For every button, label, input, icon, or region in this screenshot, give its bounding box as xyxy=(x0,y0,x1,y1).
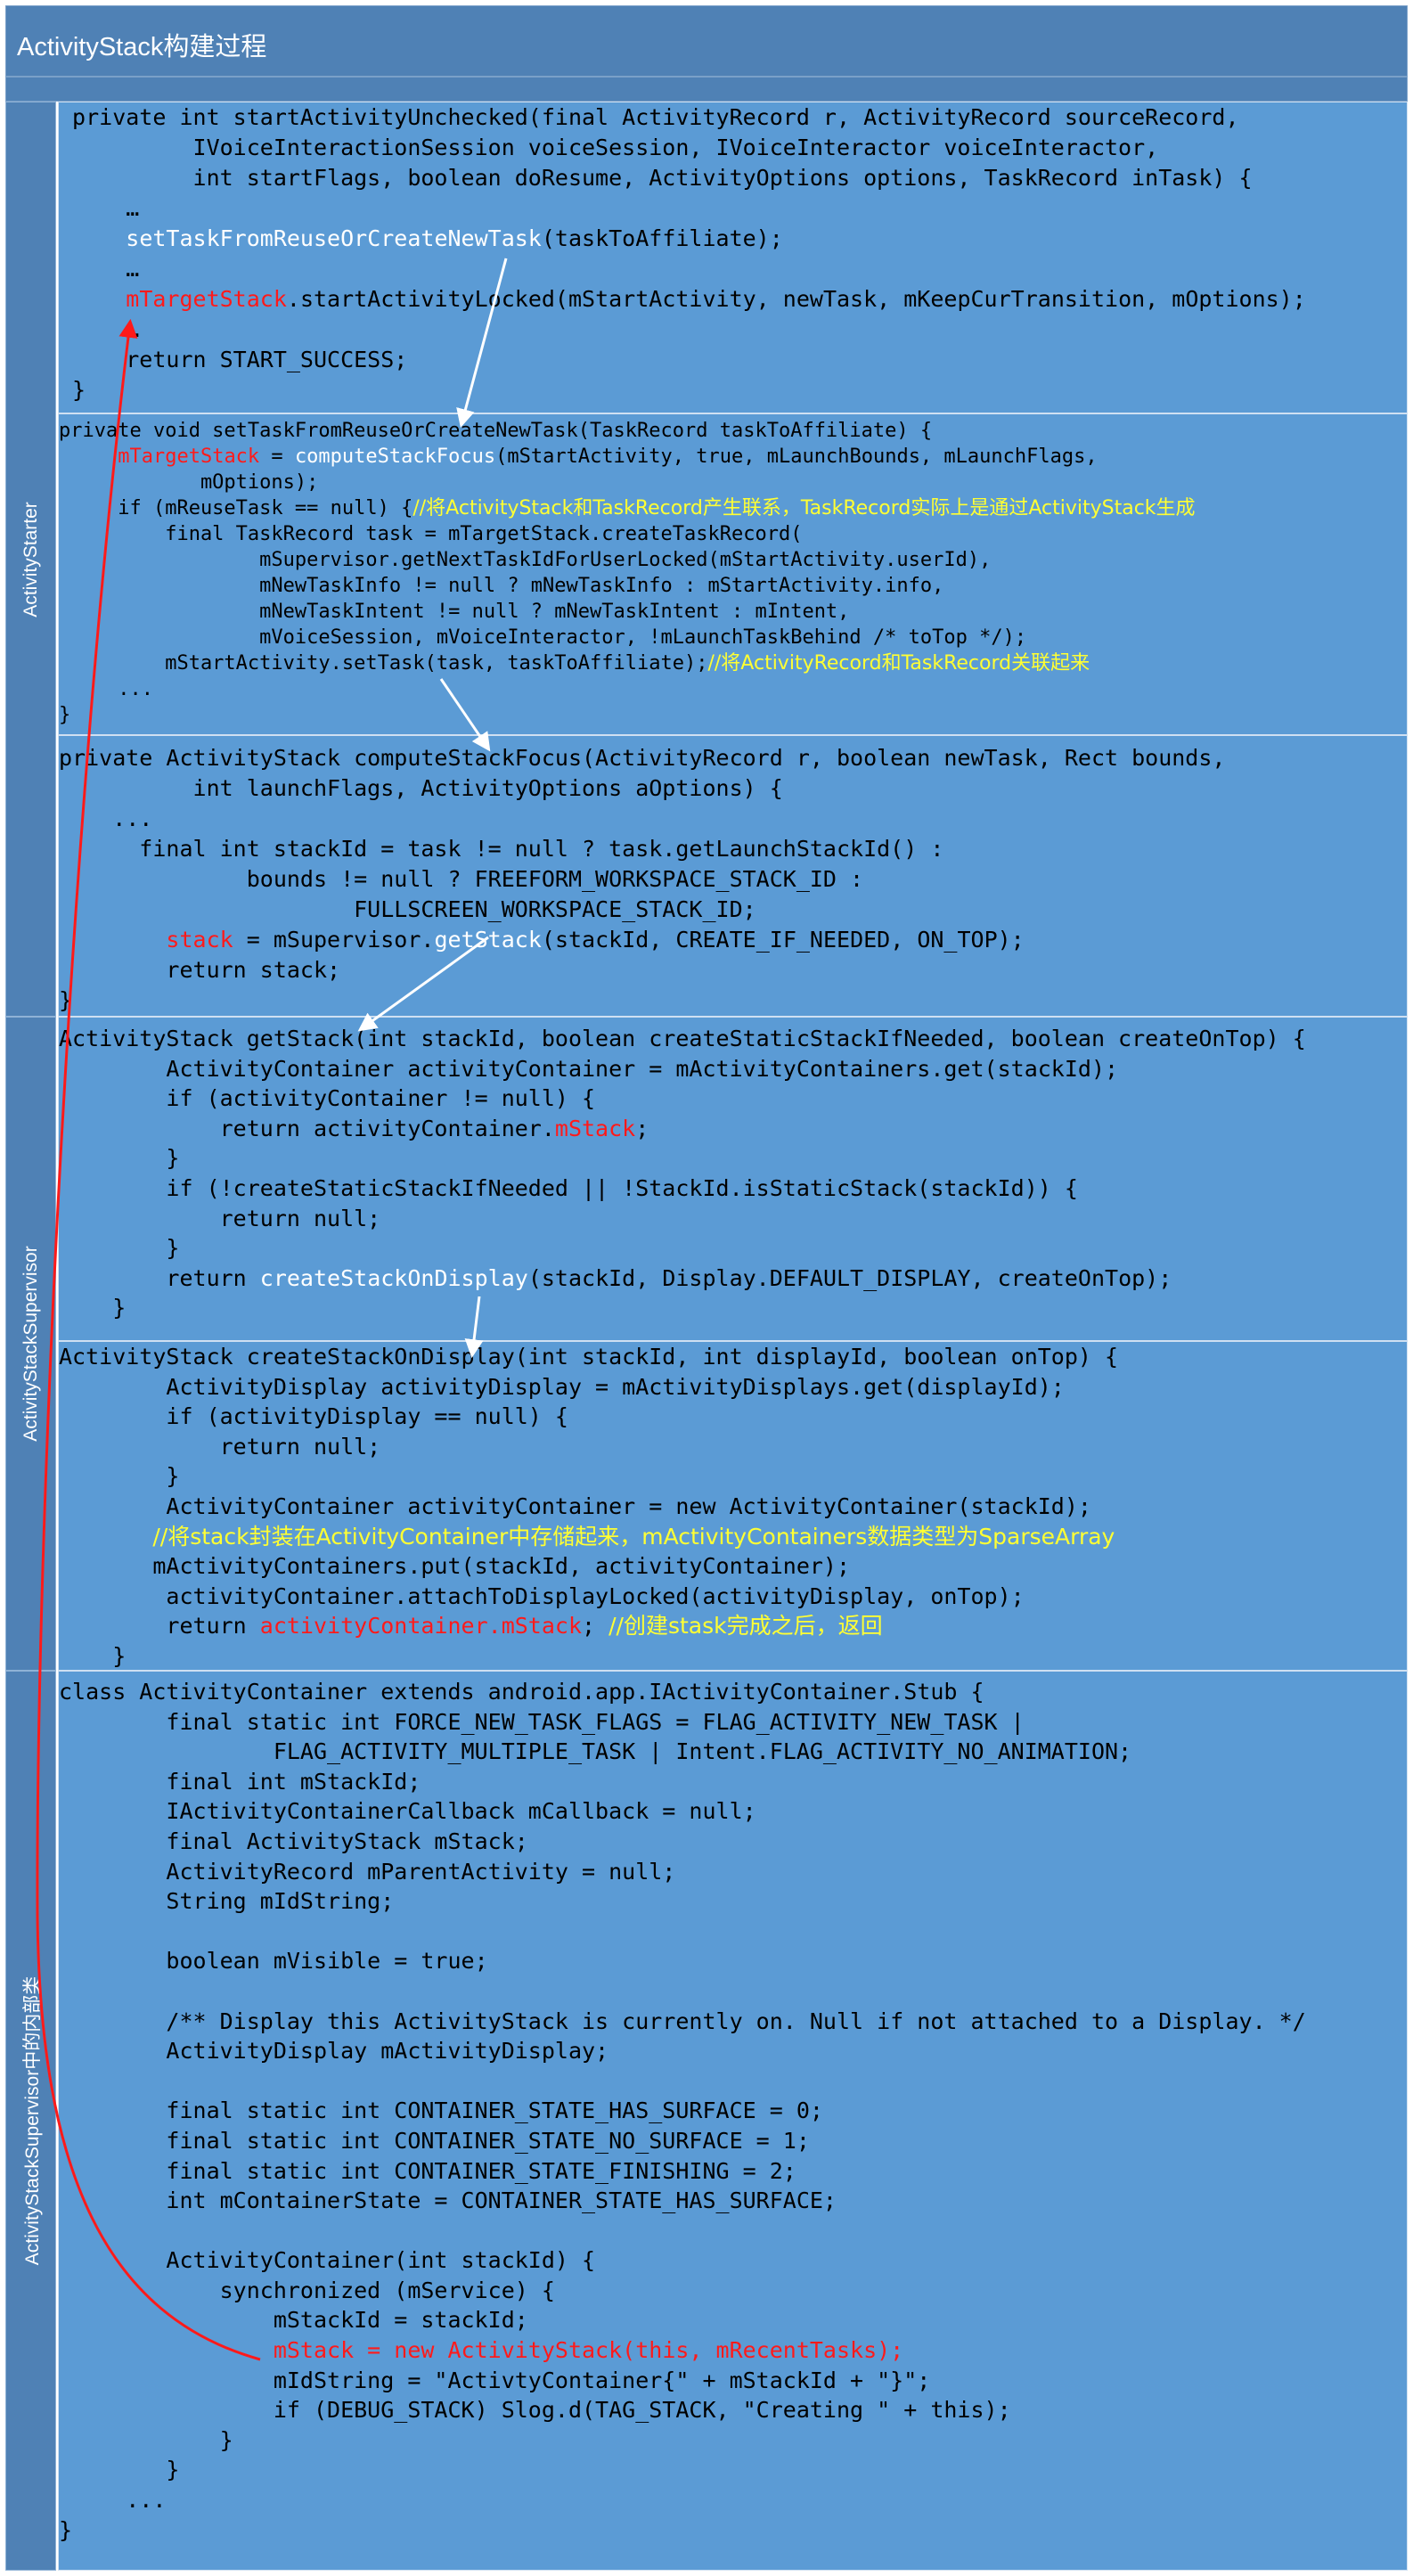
code-text: ActivityStack createStackOnDisplay(int s… xyxy=(59,1344,1119,1669)
comment-link-stack-task: //将ActivityStack和TaskRecord产生联系，TaskReco… xyxy=(412,497,1196,519)
var-stack: stack xyxy=(166,927,233,953)
code-text: class ActivityContainer extends android.… xyxy=(59,1679,1306,2543)
lane-inner-class: ActivityStackSupervisor中的内部类 xyxy=(5,1671,56,2571)
code-text: ActivityStack getStack(int stackId, bool… xyxy=(59,1026,1306,1321)
code-block-compute-stack-focus: private ActivityStack computeStackFocus(… xyxy=(58,735,1408,1017)
call-create-stack-on-display: createStackOnDisplay xyxy=(259,1264,528,1291)
code-block-set-task-from-reuse: private void setTaskFromReuseOrCreateNew… xyxy=(58,413,1408,735)
var-activity-container-m-stack: activityContainer.mStack xyxy=(259,1613,583,1640)
var-m-target-stack: mTargetStack xyxy=(126,286,287,312)
line-new-activity-stack: mStack = new ActivityStack(this, mRecent… xyxy=(273,2337,904,2364)
code-block-get-stack: ActivityStack getStack(int stackId, bool… xyxy=(58,1017,1408,1341)
comment-link-record-task: //将ActivityRecord和TaskRecord关联起来 xyxy=(707,652,1090,675)
lane-activity-starter: ActivityStarter xyxy=(5,102,56,1017)
call-get-stack: getStack xyxy=(434,927,542,953)
page-title: ActivityStack构建过程 xyxy=(17,33,267,61)
call-set-task-from-reuse: setTaskFromReuseOrCreateNewTask xyxy=(126,225,542,251)
comment-store-stack: //将stack封装在ActivityContainer中存储起来，mActiv… xyxy=(152,1523,1115,1550)
arrow-to-set-task xyxy=(456,258,508,429)
code-block-create-stack-on-display: ActivityStack createStackOnDisplay(int s… xyxy=(58,1341,1408,1671)
lane-activity-stack-supervisor: ActivityStackSupervisor xyxy=(5,1017,56,1671)
code-block-start-activity-unchecked: private int startActivityUnchecked(final… xyxy=(58,102,1408,413)
arrow-to-compute-stack-focus xyxy=(439,678,491,752)
code-block-activity-container: class ActivityContainer extends android.… xyxy=(58,1671,1408,2571)
comment-return-after-create: //创建stask完成之后，返回 xyxy=(608,1613,883,1640)
call-compute-stack-focus: computeStackFocus xyxy=(294,446,496,468)
var-m-stack: mStack xyxy=(554,1115,636,1141)
code-text: private int startActivityUnchecked(final… xyxy=(59,104,1306,403)
title-bar: ActivityStack构建过程 xyxy=(5,5,1408,77)
arrow-return-m-stack xyxy=(36,318,261,2361)
code-text: private void setTaskFromReuseOrCreateNew… xyxy=(59,420,1196,726)
code-text: private ActivityStack computeStackFocus(… xyxy=(59,745,1226,1013)
arrow-to-get-stack xyxy=(357,936,489,1032)
arrow-to-create-stack-on-display xyxy=(464,1296,484,1359)
header-gap xyxy=(5,77,1408,102)
var-m-target-stack: mTargetStack xyxy=(118,446,260,468)
